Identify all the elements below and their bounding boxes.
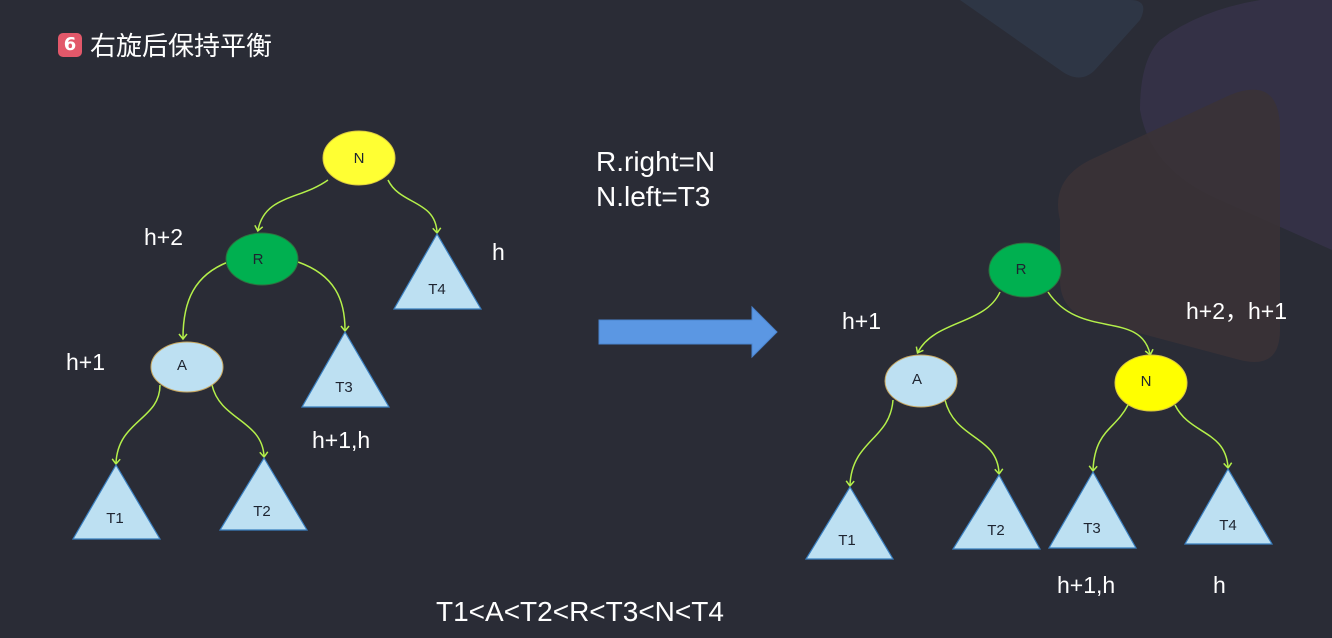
- after-tree: R A N T1 T2 T3 T4 h+1 h+2，h+1 h+1,h h: [804, 242, 1287, 598]
- after-edge-a-t1: [845, 399, 894, 488]
- after-subtree-t3: [1047, 470, 1138, 549]
- after-subtree-t4-label: T4: [1219, 517, 1237, 534]
- step-badge: 6: [58, 32, 82, 57]
- after-subtree-t3-label: T3: [1083, 520, 1101, 537]
- before-subtree-t4-label: T4: [428, 281, 446, 298]
- after-edge-a-t2: [944, 399, 1004, 476]
- after-subtree-t2: [951, 473, 1042, 550]
- after-edge-r-a: [915, 291, 1001, 354]
- before-subtree-t4: [392, 232, 483, 310]
- after-node-a-label: A: [912, 371, 922, 388]
- after-node-n: [1114, 354, 1188, 412]
- before-height-a: h+1: [66, 349, 105, 375]
- before-node-r: [225, 232, 299, 286]
- after-edge-n-t3: [1088, 404, 1129, 473]
- after-height-t4: h: [1213, 572, 1226, 598]
- before-edge-n-r: [254, 179, 329, 233]
- code-line-1: R.right=N: [596, 146, 716, 177]
- before-node-n-label: N: [354, 150, 365, 167]
- after-subtree-t4: [1183, 467, 1274, 545]
- after-node-n-label: N: [1141, 373, 1152, 390]
- before-edge-r-t3: [297, 261, 350, 333]
- before-node-r-label: R: [253, 251, 264, 268]
- after-edge-n-t4: [1174, 404, 1233, 470]
- before-edge-a-t2: [211, 384, 269, 459]
- after-node-r-label: R: [1016, 261, 1027, 278]
- after-height-n: h+2，h+1: [1186, 298, 1287, 324]
- slide-title: 6 右旋后保持平衡: [58, 26, 272, 63]
- after-edge-r-n: [1047, 291, 1154, 357]
- after-node-r: [988, 242, 1062, 298]
- before-tree: N R A T4 T3 T1 T2 h+2 h h+1 h+1,h: [66, 130, 505, 540]
- before-node-a: [150, 341, 224, 393]
- after-subtree-t1: [804, 485, 895, 560]
- after-node-a: [884, 354, 958, 408]
- before-subtree-t3-label: T3: [335, 379, 353, 396]
- before-edge-r-a: [178, 261, 229, 341]
- after-height-t3: h+1,h: [1057, 572, 1115, 598]
- before-subtree-t1-label: T1: [106, 510, 124, 527]
- after-height-a: h+1: [842, 308, 881, 334]
- after-subtree-t1-label: T1: [838, 532, 856, 549]
- rotation-code: R.right=N N.left=T3: [596, 144, 715, 214]
- before-subtree-t1: [71, 463, 162, 540]
- before-subtree-t3: [300, 330, 391, 408]
- before-node-n: [322, 130, 396, 186]
- before-node-a-label: A: [177, 357, 187, 374]
- before-height-r: h+2: [144, 224, 183, 250]
- before-height-t4: h: [492, 239, 505, 265]
- before-subtree-t2: [218, 456, 309, 531]
- rotation-arrow: [598, 305, 778, 359]
- after-subtree-t2-label: T2: [987, 522, 1005, 539]
- before-height-t3: h+1,h: [312, 427, 370, 453]
- slide-title-text: 右旋后保持平衡: [90, 32, 273, 62]
- before-edge-a-t1: [111, 384, 161, 466]
- before-subtree-t2-label: T2: [253, 503, 271, 520]
- code-line-2: N.left=T3: [596, 181, 711, 212]
- before-edge-n-t4: [387, 179, 442, 235]
- inorder-sequence: T1<A<T2<R<T3<N<T4: [436, 596, 724, 627]
